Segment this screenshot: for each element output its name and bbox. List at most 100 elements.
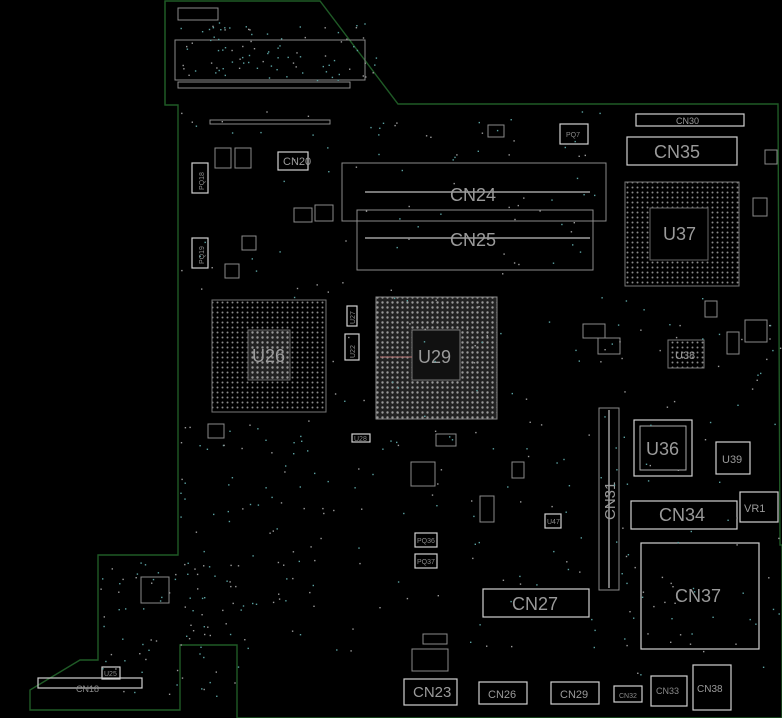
via [272, 601, 275, 604]
via [451, 439, 454, 441]
via [717, 365, 720, 368]
top-connector-strip [174, 7, 366, 125]
via [503, 253, 505, 255]
via [778, 613, 780, 615]
via [271, 496, 273, 499]
pq36-label: PQ36 [417, 538, 435, 545]
via [772, 608, 775, 611]
via [134, 691, 136, 694]
via [434, 430, 437, 432]
via [430, 136, 432, 138]
via [474, 345, 476, 347]
via [619, 341, 621, 343]
via [122, 638, 124, 640]
via [472, 557, 474, 560]
via [224, 29, 226, 31]
via [210, 62, 213, 64]
via [702, 298, 704, 300]
via [100, 588, 102, 590]
via [180, 442, 183, 444]
via [352, 628, 354, 630]
via [440, 213, 442, 215]
via [507, 486, 509, 488]
u26-bga-chip: U26 [211, 299, 327, 413]
via [370, 126, 372, 129]
via [513, 140, 515, 142]
via [774, 423, 776, 426]
via [442, 303, 444, 305]
cn37-label: CN37 [675, 586, 721, 606]
via [349, 68, 351, 70]
u36-label: U36 [646, 439, 679, 459]
via [778, 537, 780, 540]
via [191, 121, 193, 123]
via [511, 392, 513, 395]
via [276, 528, 278, 530]
via [218, 22, 221, 24]
via [551, 505, 553, 508]
via [342, 282, 344, 284]
via [704, 439, 707, 441]
via [640, 674, 642, 676]
via [348, 336, 350, 339]
via [135, 577, 137, 579]
via [197, 588, 199, 590]
via [396, 122, 398, 124]
via [222, 609, 224, 612]
via [182, 64, 184, 67]
via [583, 194, 585, 196]
via [363, 399, 365, 402]
via [712, 616, 714, 618]
pq37-label: PQ37 [417, 559, 435, 566]
u38-chip: U38 [667, 339, 705, 369]
vr1-component: VR1 [739, 491, 779, 523]
via [249, 503, 252, 506]
via [279, 45, 281, 47]
via [265, 487, 267, 489]
via [301, 440, 303, 442]
cn31-label: CN31 [602, 482, 619, 520]
via [203, 656, 205, 659]
via [336, 649, 338, 651]
vr1-label: VR1 [744, 503, 765, 515]
via [293, 442, 295, 444]
via [735, 643, 737, 645]
via [379, 127, 381, 129]
via [242, 605, 245, 607]
via [670, 582, 672, 585]
via [508, 154, 510, 156]
via [626, 582, 628, 585]
via [242, 56, 244, 59]
via [260, 131, 262, 134]
via [221, 121, 223, 123]
via [310, 546, 312, 548]
via [692, 587, 695, 590]
via [396, 441, 398, 444]
u47-component: U47 [544, 513, 562, 529]
via [548, 321, 551, 323]
via [431, 494, 434, 496]
via [184, 563, 186, 566]
via [727, 519, 729, 521]
via [234, 682, 236, 684]
via [689, 643, 692, 645]
pq36-component: PQ36 [414, 532, 438, 548]
via [268, 51, 270, 53]
via [192, 610, 194, 612]
via [229, 27, 231, 29]
u47-label: U47 [547, 519, 560, 526]
via [570, 231, 573, 233]
via [478, 541, 480, 544]
cn35-connector: CN35 [626, 136, 738, 166]
u29-label: U29 [418, 347, 451, 367]
via [669, 324, 671, 326]
via [151, 582, 153, 584]
via [375, 57, 378, 59]
via [229, 430, 231, 432]
via [769, 338, 771, 340]
via [337, 31, 340, 34]
via [520, 501, 522, 503]
via [653, 605, 655, 608]
via [625, 300, 628, 302]
cn24-label: CN24 [450, 185, 496, 205]
